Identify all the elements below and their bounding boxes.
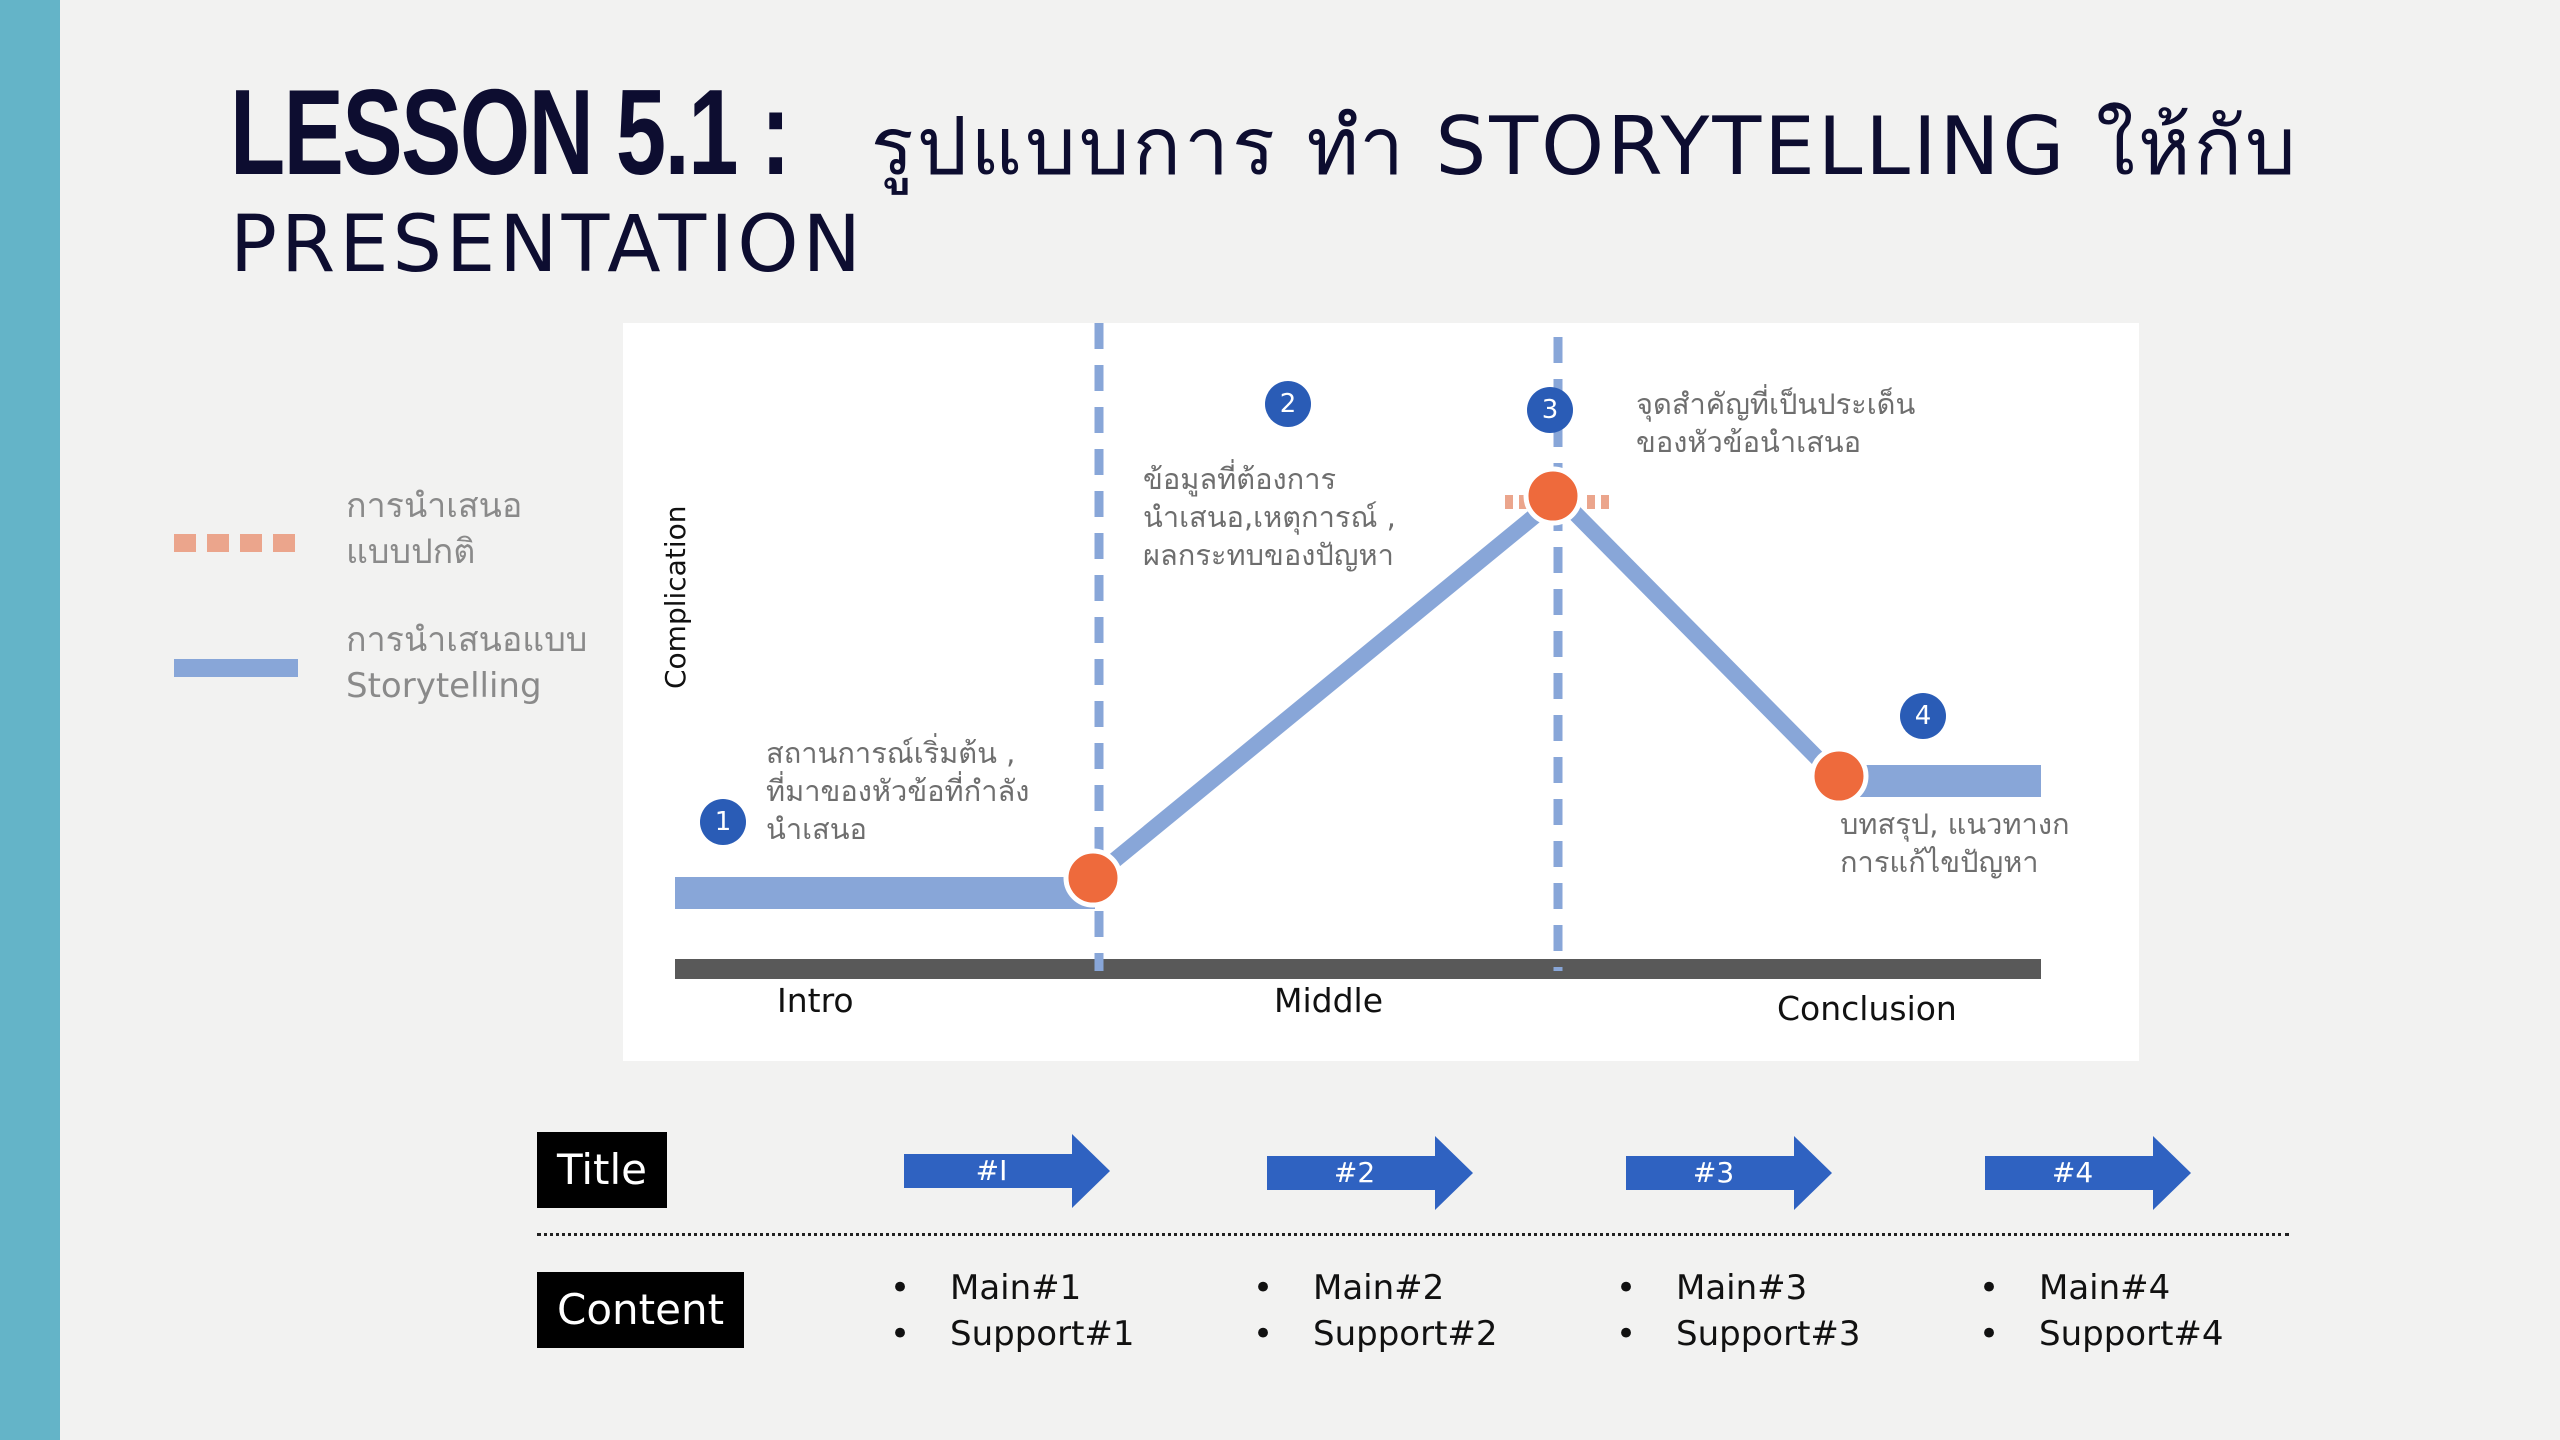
- section-intro: Intro: [777, 981, 854, 1020]
- annotation-4-line: การแก้ไขปัญหา: [1840, 845, 2039, 879]
- annotation-2: ข้อมูลที่ต้องการ นำเสนอ,เหตุการณ์ , ผลกร…: [1143, 460, 1396, 574]
- story-arc-diagram: Complication Intro Middle Conclusion 1 ส…: [623, 323, 2139, 1061]
- arrow-right-icon: [1626, 1136, 1832, 1210]
- number-badge-2: 2: [1265, 381, 1311, 427]
- point-1: [1063, 848, 1123, 908]
- arrow-right-icon: [1985, 1136, 2191, 1210]
- step-arrow-label: #4: [2051, 1156, 2094, 1189]
- annotation-2-line: ผลกระทบของปัญหา: [1143, 538, 1394, 572]
- step-arrow-1: #I: [904, 1134, 1110, 1208]
- content-list-4: Main#4 Support#4: [1979, 1265, 2224, 1357]
- intro-segment: [675, 877, 1095, 909]
- dashed-line-icon: [174, 534, 295, 552]
- legend-normal-line1: การนำเสนอ: [346, 486, 523, 526]
- title-row-label: Title: [537, 1132, 668, 1208]
- number-badge-4: 4: [1900, 693, 1946, 739]
- list-item: Support#1: [890, 1311, 1135, 1357]
- step-arrow-label: #3: [1692, 1156, 1735, 1189]
- step-arrow-label: #2: [1333, 1156, 1376, 1189]
- list-item: Support#3: [1616, 1311, 1861, 1357]
- dotted-divider: [537, 1233, 2289, 1236]
- point-4: [1809, 746, 1869, 806]
- annotation-2-line: ข้อมูลที่ต้องการ: [1143, 462, 1337, 496]
- annotation-2-line: นำเสนอ,เหตุการณ์ ,: [1143, 500, 1396, 534]
- title-line-2: PRESENTATION: [230, 200, 865, 290]
- legend-label-normal: การนำเสนอ แบบปกติ: [346, 483, 522, 575]
- annotation-1-line: นำเสนอ: [766, 812, 867, 846]
- list-item: Support#2: [1253, 1311, 1498, 1357]
- rise-segment: [1087, 494, 1559, 885]
- annotation-3-line: ของหัวข้อนำเสนอ: [1636, 425, 1862, 459]
- point-3: [1523, 466, 1583, 526]
- step-arrow-2: #2: [1267, 1136, 1473, 1210]
- fall-segment: [1557, 495, 1844, 785]
- step-arrow-4: #4: [1985, 1136, 2191, 1210]
- legend-story-line1: การนำเสนอแบบ: [346, 620, 588, 660]
- annotation-3-line: จุดสำคัญที่เป็นประเด็น: [1636, 387, 1916, 421]
- title-text: รูปแบบการ ทำ STORYTELLING ให้กับ: [870, 100, 2299, 193]
- normal-marker: [1505, 495, 1609, 509]
- annotation-4: บทสรุป, แนวทางก การแก้ไขปัญหา: [1840, 805, 2070, 881]
- annotation-4-line: บทสรุป, แนวทางก: [1840, 807, 2070, 841]
- list-item: Support#4: [1979, 1311, 2224, 1357]
- arrow-right-icon: [904, 1134, 1110, 1208]
- list-item: Main#4: [1979, 1265, 2224, 1311]
- annotation-1: สถานการณ์เริ่มต้น , ที่มาของหัวข้อที่กำล…: [766, 734, 1029, 848]
- content-list-3: Main#3 Support#3: [1616, 1265, 1861, 1357]
- number-badge-3: 3: [1527, 387, 1573, 433]
- solid-line-icon: [174, 659, 298, 677]
- annotation-1-line: สถานการณ์เริ่มต้น ,: [766, 736, 1016, 770]
- story-arc-graphic: [675, 323, 2041, 979]
- x-axis: [675, 959, 2041, 979]
- list-item: Main#1: [890, 1265, 1135, 1311]
- step-arrow-label: #I: [975, 1154, 1008, 1187]
- content-list-1: Main#1 Support#1: [890, 1265, 1135, 1357]
- legend-label-storytelling: การนำเสนอแบบ Storytelling: [346, 617, 587, 709]
- arrow-right-icon: [1267, 1136, 1473, 1210]
- section-conclusion: Conclusion: [1777, 989, 1957, 1028]
- step-arrow-3: #3: [1626, 1136, 1832, 1210]
- accent-bar: [0, 0, 60, 1440]
- list-item: Main#3: [1616, 1265, 1861, 1311]
- annotation-1-line: ที่มาของหัวข้อที่กำลัง: [766, 774, 1030, 808]
- conclusion-segment: [1845, 765, 2041, 797]
- y-axis-label: Complication: [659, 505, 692, 689]
- number-badge-1: 1: [700, 799, 746, 845]
- section-middle: Middle: [1274, 981, 1384, 1020]
- list-item: Main#2: [1253, 1265, 1498, 1311]
- lesson-number: LESSON 5.1 :: [230, 64, 791, 200]
- legend-story-line2: Storytelling: [346, 666, 542, 706]
- legend-normal-line2: แบบปกติ: [346, 532, 476, 572]
- slide-title: LESSON 5.1 : รูปแบบการ ทำ STORYTELLING ใ…: [230, 62, 2299, 210]
- annotation-3: จุดสำคัญที่เป็นประเด็น ของหัวข้อนำเสนอ: [1636, 385, 1915, 461]
- content-list-2: Main#2 Support#2: [1253, 1265, 1498, 1357]
- content-row-label: Content: [537, 1272, 745, 1348]
